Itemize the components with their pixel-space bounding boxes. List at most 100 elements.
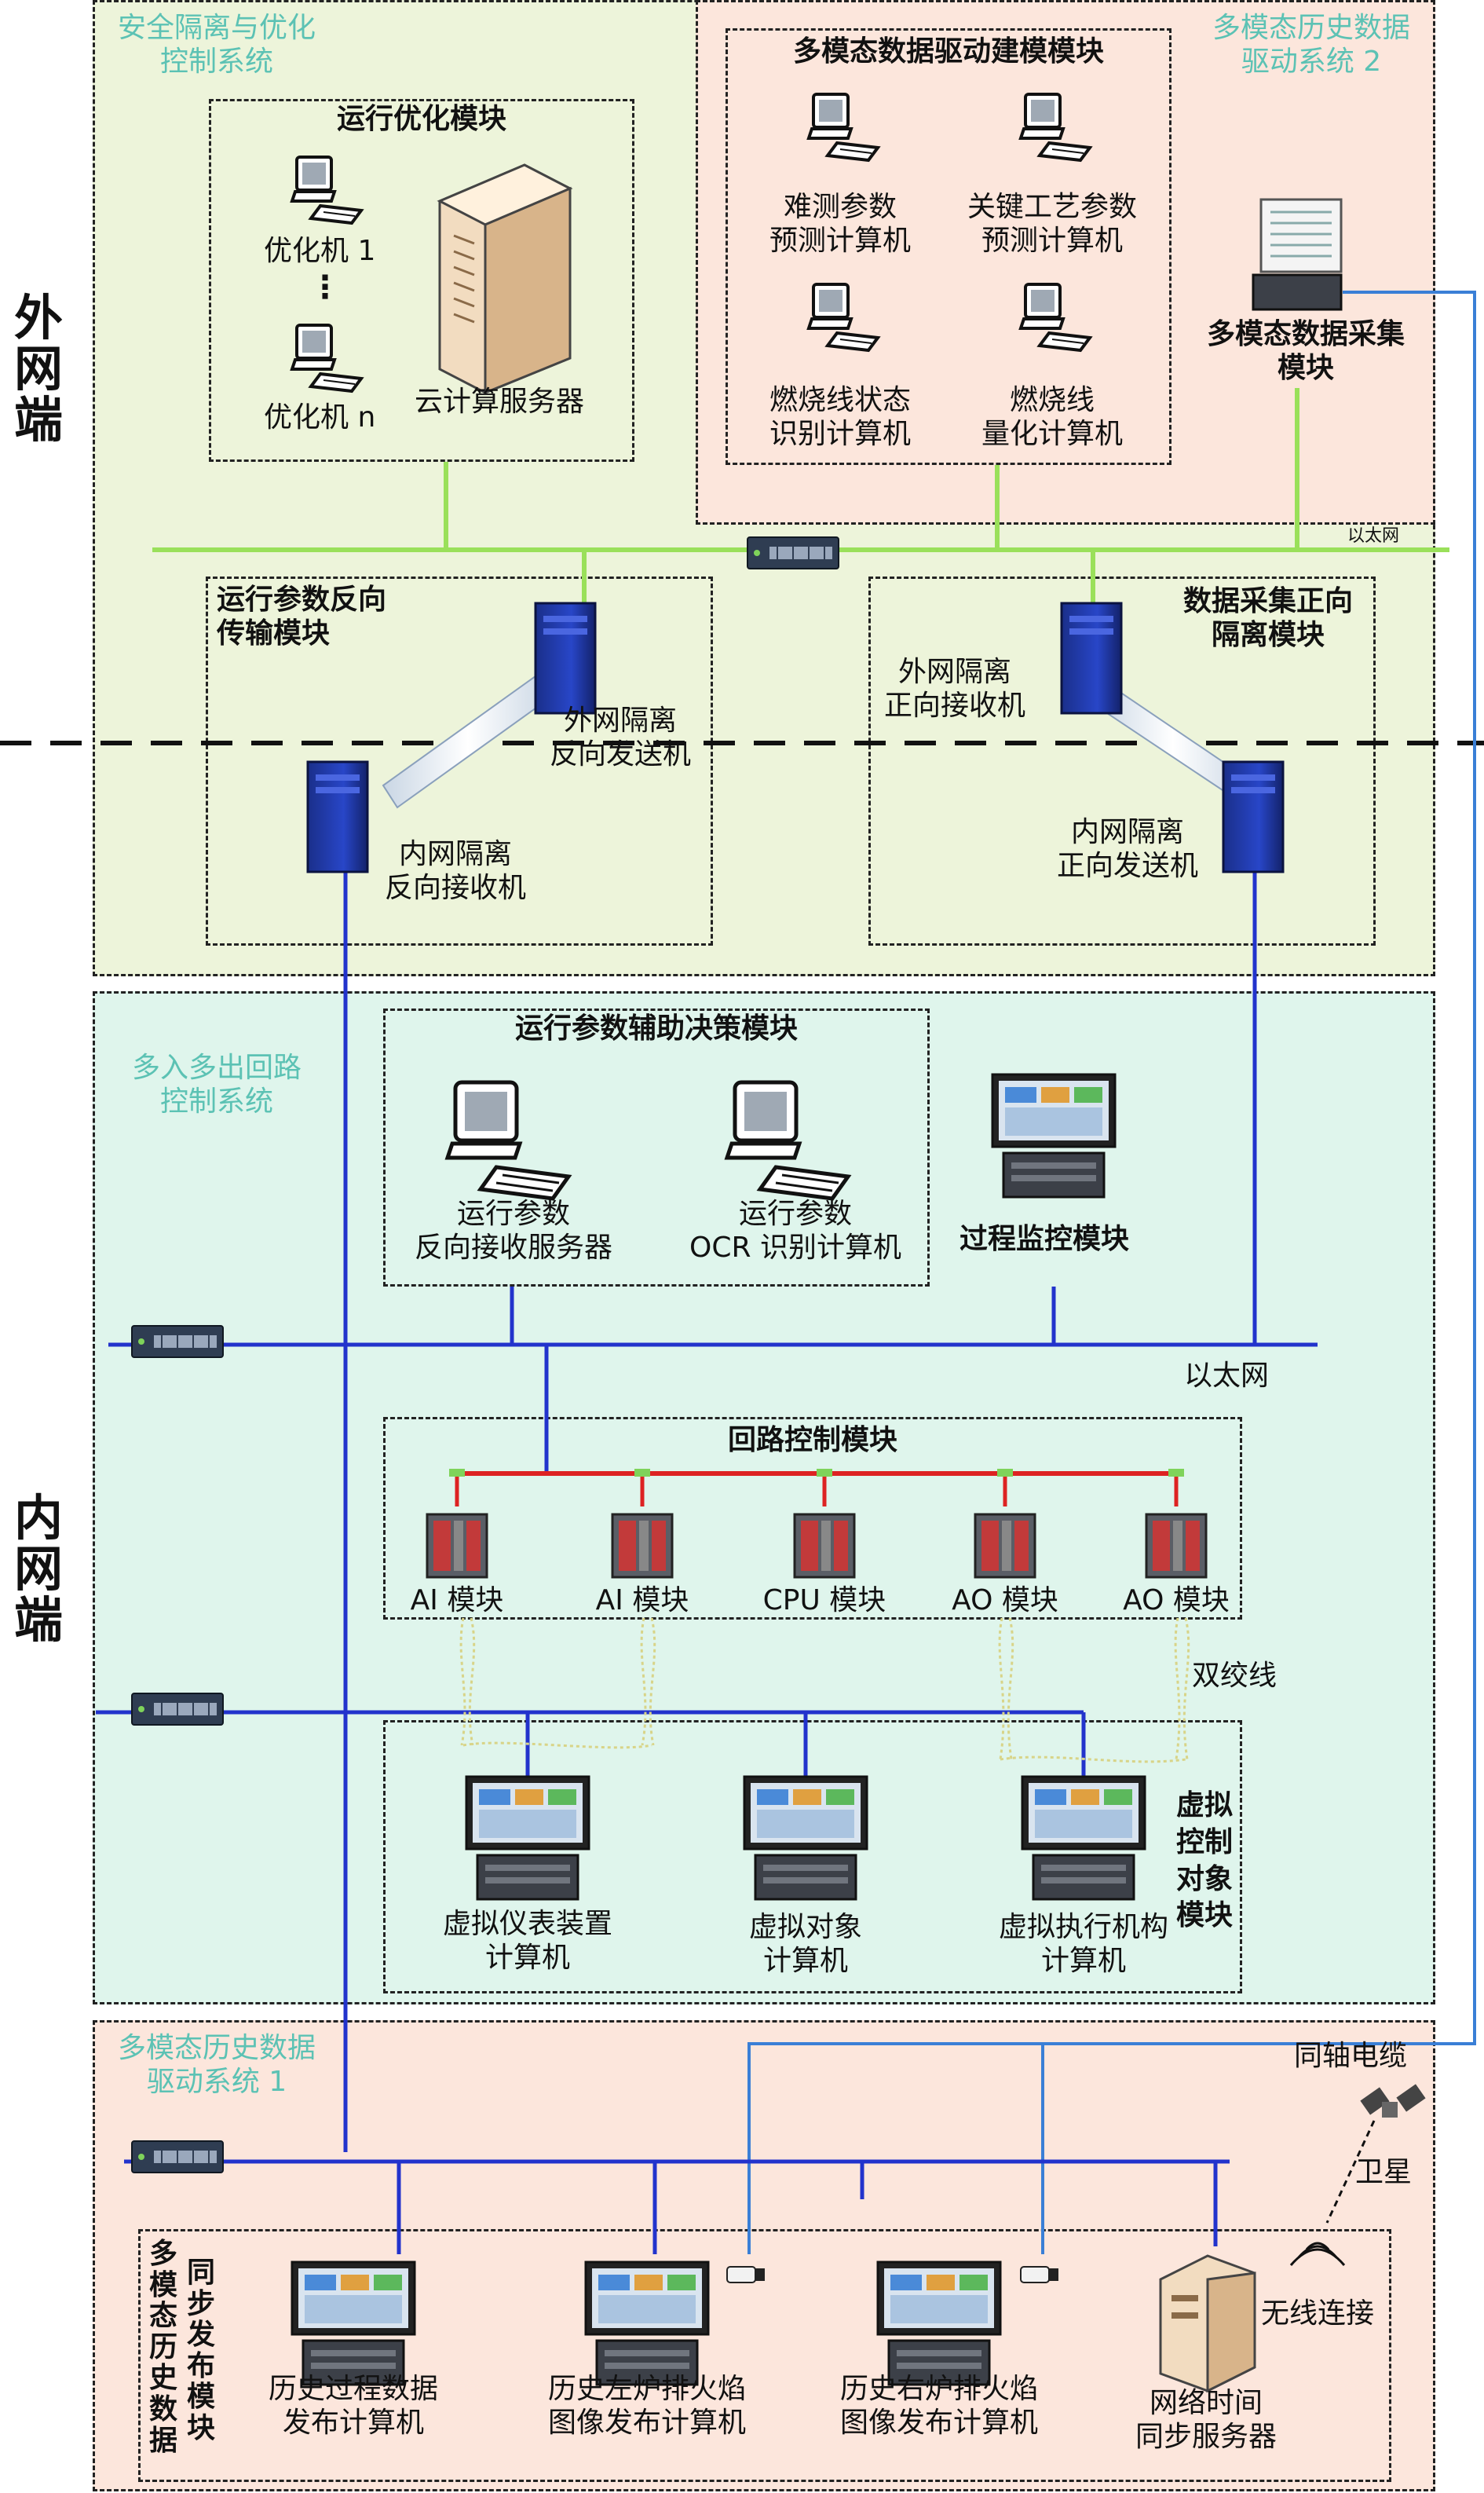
external-forward-receiver-icon xyxy=(1060,602,1123,715)
reverse-module-box xyxy=(206,577,713,946)
loop-module-box xyxy=(383,1417,1242,1620)
satellite-label: 卫星 xyxy=(1355,2156,1413,2188)
quantification-label: 燃烧线 量化计算机 xyxy=(981,384,1123,451)
multimodal-module-box xyxy=(726,28,1171,465)
wireless-link xyxy=(1325,2120,1376,2224)
hard-param-computer-icon xyxy=(807,93,879,162)
acquisition-workstation-icon xyxy=(1252,198,1343,311)
ao-module-2-icon xyxy=(1145,1513,1208,1579)
ai-module-2-label: AI 模块 xyxy=(595,1584,689,1616)
opt-module-box xyxy=(209,99,634,462)
optimizer-n-computer-icon xyxy=(291,324,363,393)
state-recognition-computer-icon xyxy=(807,283,879,352)
coax-label: 同轴电缆 xyxy=(1294,2040,1408,2072)
multimodal-module-title: 多模态数据驱动建模模块 xyxy=(792,35,1104,68)
mimo-system-zone xyxy=(93,991,1435,2004)
inner-side-label: 内网端 xyxy=(13,1489,63,1649)
internal-reverse-receiver-label: 内网隔离 反向接收机 xyxy=(384,838,526,905)
history-left-flame-label: 历史左炉排火焰 图像发布计算机 xyxy=(547,2373,746,2440)
loop-module-title: 回路控制模块 xyxy=(727,1424,897,1456)
aux-ocr-computer-label: 运行参数 OCR 识别计算机 xyxy=(689,1198,901,1265)
loop-control-bus xyxy=(449,1469,1184,1506)
external-reverse-sender-label: 外网隔离 反向发送机 xyxy=(549,705,691,771)
forward-module-title: 数据采集正向 隔离模块 xyxy=(1182,585,1353,652)
virtual-meter-label: 虚拟仪表装置 计算机 xyxy=(442,1908,612,1975)
virtual-actuator-label: 虚拟执行机构 计算机 xyxy=(998,1911,1168,1978)
optimizer-n-label: 优化机 n xyxy=(264,401,376,434)
history-right-flame-workstation-icon xyxy=(876,2261,1002,2386)
external-forward-receiver-label: 外网隔离 正向接收机 xyxy=(883,656,1025,723)
ao-module-1-label: AO 模块 xyxy=(952,1584,1058,1616)
virtual-object-workstation-icon xyxy=(743,1775,868,1901)
history-right-flame-label: 历史右炉排火焰 图像发布计算机 xyxy=(839,2373,1038,2440)
ai-module-1-icon xyxy=(426,1513,488,1579)
optimizer-1-computer-icon xyxy=(291,156,363,225)
ntp-server-label: 网络时间 同步服务器 xyxy=(1135,2387,1277,2454)
mimo-system-title: 多入多出回路 控制系统 xyxy=(131,1052,302,1118)
history1-system-zone xyxy=(93,2020,1435,2491)
cpu-module-icon xyxy=(793,1513,856,1579)
history1-system-title: 多模态历史数据 驱动系统 1 xyxy=(117,2032,316,2099)
right-camera-icon xyxy=(1020,2266,1059,2283)
history2-system-title: 多模态历史数据 驱动系统 2 xyxy=(1212,12,1410,79)
sync-module-title-a: 多 模 态 历 史 数 据 xyxy=(148,2238,177,2457)
key-param-computer-icon xyxy=(1019,93,1091,162)
monitor-module-title: 过程监控模块 xyxy=(959,1223,1130,1255)
eth-mid-label: 以太网 xyxy=(1184,1360,1270,1392)
process-monitor-workstation-icon xyxy=(991,1073,1117,1199)
key-param-label: 关键工艺参数 预测计算机 xyxy=(967,191,1137,258)
ai-module-2-icon xyxy=(611,1513,674,1579)
state-recognition-label: 燃烧线状态 识别计算机 xyxy=(769,384,911,451)
ntp-server-icon xyxy=(1159,2254,1256,2393)
acquisition-module-title: 多模态数据采集 模块 xyxy=(1206,318,1405,385)
virtual-module-title: 虚拟 控制 对象 模块 xyxy=(1175,1789,1233,1932)
cloud-server-label: 云计算服务器 xyxy=(415,386,585,418)
optimizer-1-label: 优化机 1 xyxy=(264,235,376,267)
ao-module-1-icon xyxy=(974,1513,1036,1579)
inner-switch-1-icon xyxy=(131,1325,224,1358)
history-left-flame-workstation-icon xyxy=(584,2261,710,2386)
sync-module-title-b: 同 步 发 布 模 块 xyxy=(186,2257,215,2444)
aux-module-title: 运行参数辅助决策模块 xyxy=(514,1012,798,1045)
security-system-title: 安全隔离与优化 控制系统 xyxy=(117,12,316,79)
left-camera-icon xyxy=(726,2266,766,2283)
internal-forward-sender-label: 内网隔离 正向发送机 xyxy=(1056,816,1198,883)
quantification-computer-icon xyxy=(1019,283,1091,352)
cpu-module-label: CPU 模块 xyxy=(762,1584,886,1616)
aux-reverse-server-icon xyxy=(448,1082,568,1199)
virtual-actuator-workstation-icon xyxy=(1021,1775,1146,1901)
forward-module-box xyxy=(868,577,1376,946)
inner-ethernet xyxy=(96,858,1318,2254)
history-process-label: 历史过程数据 发布计算机 xyxy=(268,2373,438,2440)
aux-module-box xyxy=(383,1009,930,1287)
opt-module-title: 运行优化模块 xyxy=(336,103,506,135)
aux-reverse-server-label: 运行参数 反向接收服务器 xyxy=(414,1198,612,1265)
wireless-icon xyxy=(1289,2242,1346,2266)
ao-module-2-label: AO 模块 xyxy=(1123,1584,1230,1616)
satellite-icon xyxy=(1360,2084,1426,2118)
ai-module-1-label: AI 模块 xyxy=(410,1584,504,1616)
sync-module-box xyxy=(138,2229,1391,2482)
twisted-pair xyxy=(459,1617,1190,1763)
virtual-meter-workstation-icon xyxy=(465,1775,590,1901)
coax-cable xyxy=(747,291,1476,2254)
inner-switch-3-icon xyxy=(131,2140,224,2173)
internal-forward-sender-icon xyxy=(1222,760,1285,873)
cloud-server-icon xyxy=(437,163,573,395)
wireless-label: 无线连接 xyxy=(1261,2297,1375,2330)
virtual-object-label: 虚拟对象 计算机 xyxy=(748,1911,862,1978)
optimizer-dots: ⋮ xyxy=(309,269,341,306)
outer-side-label: 外网端 xyxy=(13,289,63,449)
internal-reverse-receiver-icon xyxy=(306,760,369,873)
eth-top-label: 以太网 xyxy=(1347,526,1400,546)
twisted-pair-label: 双绞线 xyxy=(1192,1660,1277,1692)
hard-param-label: 难测参数 预测计算机 xyxy=(769,191,911,258)
external-reverse-sender-icon xyxy=(534,602,597,715)
outer-switch-icon xyxy=(747,536,839,569)
inner-switch-2-icon xyxy=(131,1693,224,1726)
reverse-module-title: 运行参数反向 传输模块 xyxy=(217,584,387,650)
aux-ocr-computer-icon xyxy=(727,1082,848,1199)
virtual-module-box xyxy=(383,1720,1242,1993)
history-process-workstation-icon xyxy=(291,2261,416,2386)
